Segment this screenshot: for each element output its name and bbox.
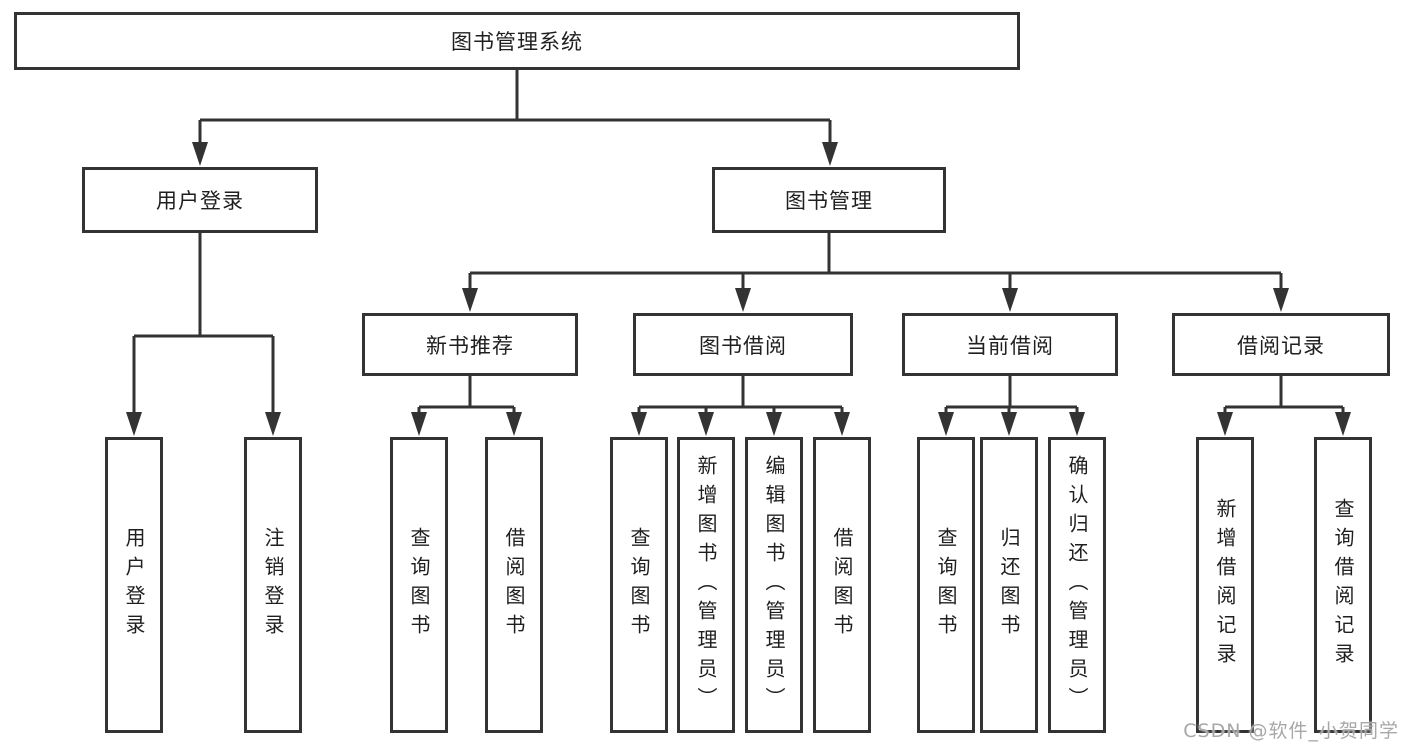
node-label: 归还图书 [997,527,1021,643]
node-label: 编辑图书（管理员） [762,454,786,716]
arrow-down-icon [506,412,522,436]
node-leaf-add-books-admin: 新增图书（管理员） [677,437,735,733]
arrow-down-icon [1069,412,1085,436]
connector-current-children [944,376,1079,418]
node-leaf-query-books-recommend: 查询图书 [390,437,448,733]
node-leaf-query-borrow-record: 查询借阅记录 [1314,437,1372,733]
node-leaf-edit-books-admin: 编辑图书（管理员） [745,437,803,733]
node-leaf-return-books: 归还图书 [980,437,1038,733]
node-label: 当前借阅 [966,333,1054,358]
node-label: 查询借阅记录 [1331,498,1355,672]
node-label: 确认归还（管理员） [1065,454,1089,716]
arrow-down-icon [698,412,714,436]
connector-borrowing-children [637,376,844,418]
node-leaf-query-books-current: 查询图书 [917,437,975,733]
arrow-down-icon [411,412,427,436]
arrowheads [126,142,1351,436]
node-label: 借阅图书 [830,527,854,643]
node-leaf-confirm-return-admin: 确认归还（管理员） [1048,437,1106,733]
arrow-down-icon [822,142,838,166]
node-label: 图书管理 [785,189,873,213]
node-label: 查询图书 [627,527,651,643]
arrow-down-icon [1217,412,1233,436]
node-leaf-logout: 注销登录 [244,437,302,733]
arrow-down-icon [1002,288,1018,312]
node-leaf-query-books-borrowing: 查询图书 [610,437,668,733]
connector-book-management-children [468,233,1283,294]
node-borrowing-records: 借阅记录 [1172,313,1390,376]
arrow-down-icon [834,412,850,436]
node-leaf-borrow-books-recommend: 借阅图书 [485,437,543,733]
node-label: 注销登录 [261,527,285,643]
connector-recommend-children [417,376,516,418]
connector-user-login-children [132,233,275,418]
connector-root-to-level2 [198,70,832,148]
node-book-management: 图书管理 [712,167,946,233]
node-label: 新书推荐 [426,333,514,358]
node-label: 用户登录 [122,527,146,643]
arrow-down-icon [631,412,647,436]
arrow-down-icon [1001,412,1017,436]
arrow-down-icon [766,412,782,436]
node-label: 借阅图书 [502,527,526,643]
node-book-borrowing: 图书借阅 [633,313,853,376]
node-label: 用户登录 [156,189,244,213]
node-label: 借阅记录 [1237,333,1325,358]
node-user-login: 用户登录 [82,167,318,233]
arrow-down-icon [1273,288,1289,312]
node-label: 新增图书（管理员） [694,454,718,716]
node-new-book-recommendation: 新书推荐 [362,313,578,376]
connector-records-children [1223,376,1345,418]
arrow-down-icon [126,412,142,436]
arrow-down-icon [462,288,478,312]
arrow-down-icon [1335,412,1351,436]
arrow-down-icon [735,288,751,312]
node-label: 查询图书 [934,527,958,643]
node-leaf-user-login: 用户登录 [105,437,163,733]
watermark: CSDN @软件_小贺同学 [1183,720,1399,742]
node-label: 新增借阅记录 [1213,498,1237,672]
arrow-down-icon [938,412,954,436]
arrow-down-icon [265,412,281,436]
node-library-management-system: 图书管理系统 [14,12,1020,70]
node-current-borrowing: 当前借阅 [902,313,1118,376]
node-label: 查询图书 [407,527,431,643]
node-label: 图书借阅 [699,333,787,358]
arrow-down-icon [192,142,208,166]
node-label: 图书管理系统 [451,30,583,54]
node-leaf-new-borrow-record: 新增借阅记录 [1196,437,1254,733]
node-leaf-borrow-books-borrowing: 借阅图书 [813,437,871,733]
